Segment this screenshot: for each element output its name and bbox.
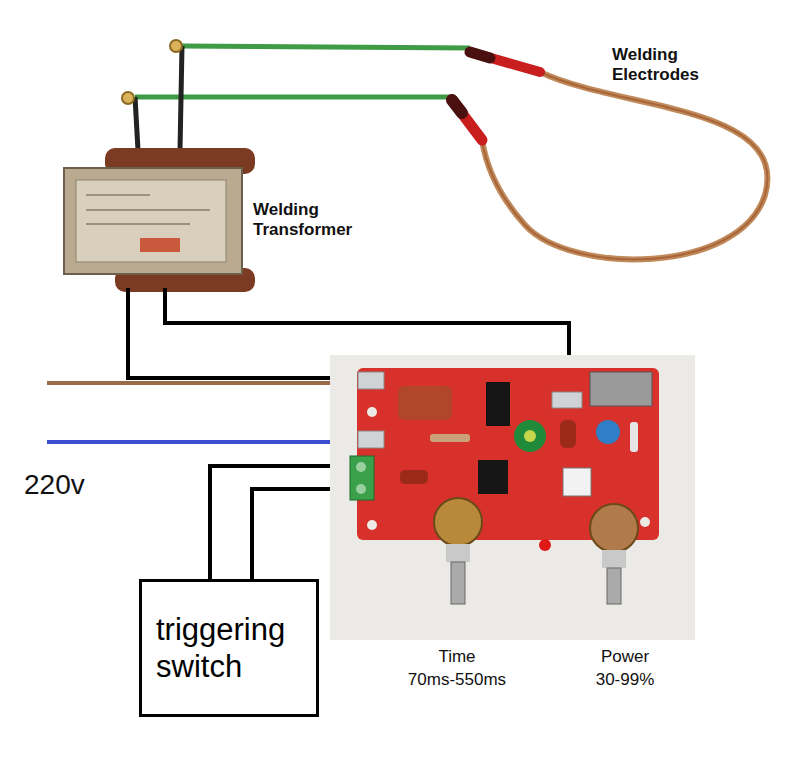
label: Welding Electrodes: [612, 45, 740, 86]
switch-box: triggering switch: [139, 579, 319, 717]
controller-board: [330, 355, 695, 640]
secondary-wires: [135, 46, 470, 150]
label: Time: [407, 647, 507, 667]
label: 30-99%: [575, 670, 675, 690]
box-text: triggering switch: [156, 611, 306, 685]
mains-wire: [47, 440, 362, 444]
welding-electrodes: [452, 52, 767, 259]
mains-wire: [47, 381, 362, 385]
label: 220v: [24, 468, 124, 502]
ring-lug: [170, 40, 182, 52]
label: 70ms-550ms: [397, 670, 517, 690]
label: Welding Transformer: [253, 200, 381, 241]
label: Power: [575, 647, 675, 667]
welding-transformer: [64, 148, 255, 292]
ring-lug: [122, 92, 134, 104]
